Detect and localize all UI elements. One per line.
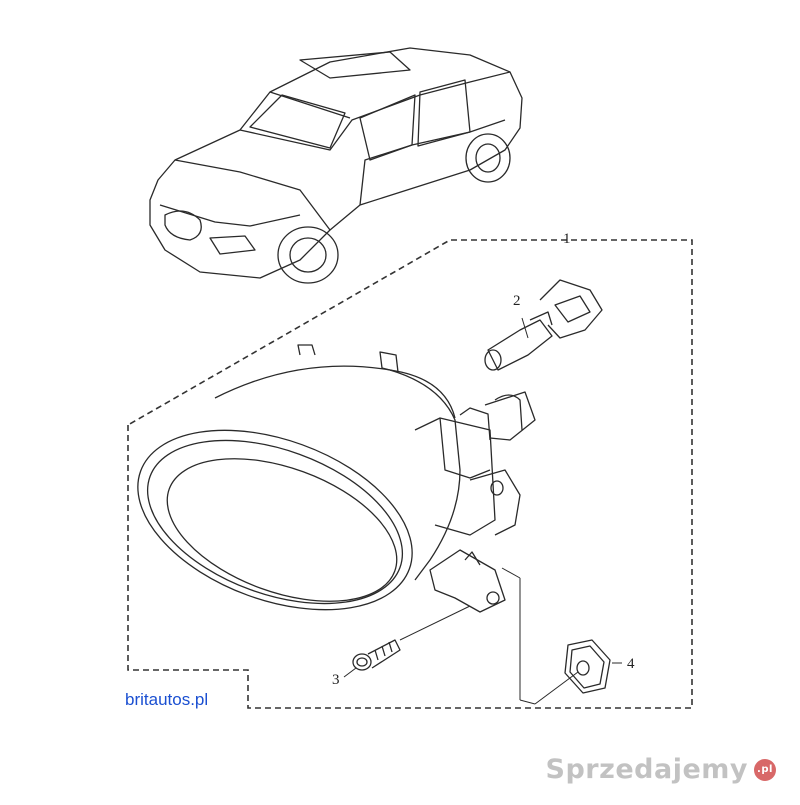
watermark: Sprzedajemy .pl — [546, 754, 776, 785]
screw-icon — [352, 639, 401, 671]
assembly-boundary — [127, 239, 693, 709]
source-link[interactable]: britautos.pl — [125, 690, 209, 709]
clip-nut-icon — [564, 639, 611, 694]
bulb-icon — [484, 279, 603, 371]
fog-lamp-icon — [137, 344, 536, 613]
leader-lines — [343, 317, 622, 705]
car-illustration-icon — [149, 47, 523, 284]
watermark-badge: .pl — [754, 758, 776, 781]
callout-bulb: 2 — [513, 293, 521, 309]
callout-screw: 3 — [332, 672, 340, 688]
callout-assembly: 1 — [563, 231, 571, 247]
watermark-brand: Sprzedajemy — [545, 754, 748, 785]
callout-clip: 4 — [627, 656, 635, 672]
